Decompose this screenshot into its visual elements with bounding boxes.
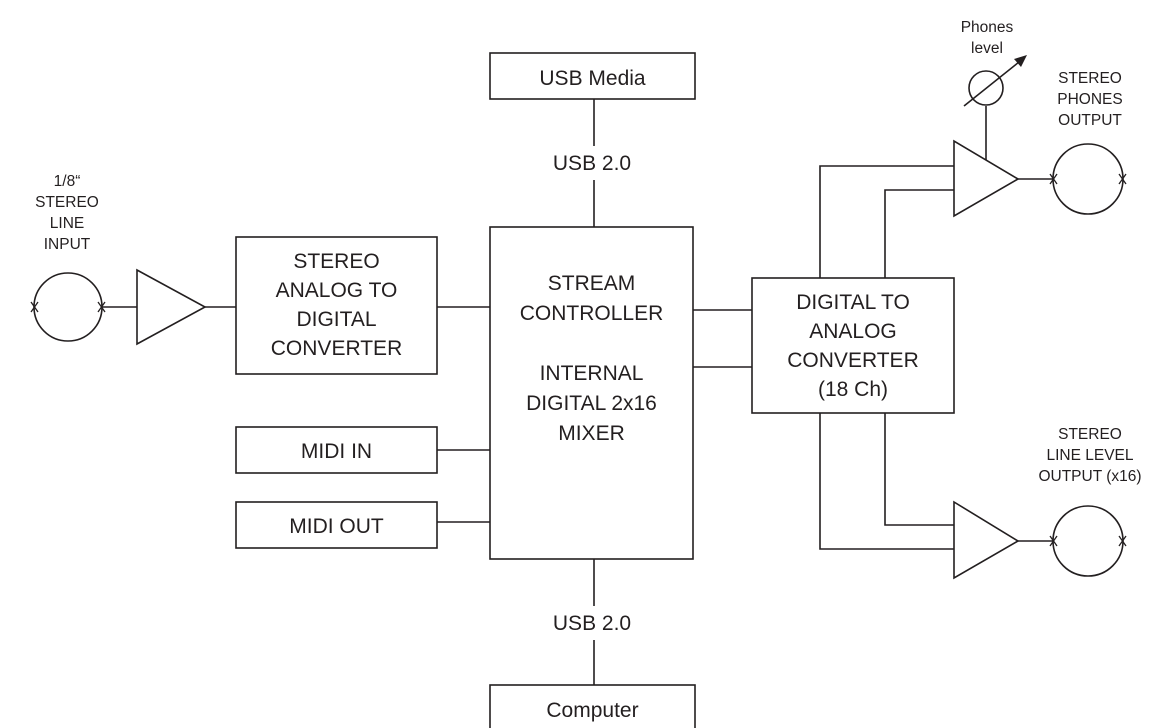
- input-preamp-triangle: [136, 268, 207, 346]
- connection-wires: [102, 99, 1054, 685]
- svg-text:LINE: LINE: [50, 215, 84, 232]
- stream-controller-block: STREAM CONTROLLER INTERNAL DIGITAL 2x16 …: [489, 226, 694, 560]
- phones-level-label: Phones level: [961, 19, 1014, 57]
- adc-line-1: STEREO: [293, 250, 379, 273]
- stream-controller-line-6: MIXER: [558, 422, 625, 445]
- adc-line-3: DIGITAL: [296, 308, 376, 331]
- stereo-phones-output-label: STEREO PHONES OUTPUT: [1057, 70, 1122, 129]
- stream-controller-line-5: DIGITAL 2x16: [526, 392, 657, 415]
- svg-text:level: level: [971, 40, 1003, 57]
- midi-out-block: MIDI OUT: [235, 501, 438, 549]
- stereo-line-input-jack-icon: [30, 272, 106, 342]
- usb-top-link-label: USB 2.0: [553, 152, 631, 175]
- usb-media-block: USB Media: [489, 52, 696, 100]
- midi-in-block: MIDI IN: [235, 426, 438, 474]
- usb-bottom-link-label: USB 2.0: [553, 612, 631, 635]
- stereo-line-level-output-label: STEREO LINE LEVEL OUTPUT (x16): [1038, 426, 1141, 485]
- svg-text:PHONES: PHONES: [1057, 91, 1122, 108]
- svg-text:STEREO: STEREO: [35, 194, 99, 211]
- dac-line-3: CONVERTER: [787, 349, 918, 372]
- svg-text:Phones: Phones: [961, 19, 1014, 36]
- stream-controller-line-4: INTERNAL: [540, 362, 644, 385]
- adc-line-2: ANALOG TO: [276, 279, 398, 302]
- svg-text:1/8“: 1/8“: [54, 173, 81, 190]
- computer-label: Computer: [546, 699, 638, 722]
- svg-text:LINE LEVEL: LINE LEVEL: [1046, 447, 1133, 464]
- stream-controller-line-2: CONTROLLER: [520, 302, 664, 325]
- dac-line-1: DIGITAL TO: [796, 291, 910, 314]
- dac-line-4: (18 Ch): [818, 378, 888, 401]
- midi-in-label: MIDI IN: [301, 440, 372, 463]
- dac-line-2: ANALOG: [809, 320, 897, 343]
- svg-text:OUTPUT (x16): OUTPUT (x16): [1038, 468, 1141, 485]
- stereo-line-input-label: 1/8“ STEREO LINE INPUT: [35, 173, 99, 253]
- midi-out-label: MIDI OUT: [289, 515, 384, 538]
- line-out-amp-triangle: [953, 500, 1020, 580]
- svg-text:INPUT: INPUT: [44, 236, 91, 253]
- svg-text:STEREO: STEREO: [1058, 426, 1122, 443]
- usb-media-label: USB Media: [539, 67, 646, 90]
- adc-block: STEREO ANALOG TO DIGITAL CONVERTER: [235, 236, 438, 375]
- phones-amp-triangle: [953, 139, 1020, 218]
- svg-text:STEREO: STEREO: [1058, 70, 1122, 87]
- dac-block: DIGITAL TO ANALOG CONVERTER (18 Ch): [751, 277, 955, 414]
- stream-controller-line-1: STREAM: [548, 272, 636, 295]
- phones-level-knob-icon: [963, 55, 1027, 107]
- stereo-line-level-output-jack-icon: [1049, 505, 1127, 577]
- computer-block: Computer: [489, 684, 696, 728]
- svg-text:OUTPUT: OUTPUT: [1058, 112, 1122, 129]
- stereo-phones-output-jack-icon: [1049, 143, 1127, 215]
- adc-line-4: CONVERTER: [271, 337, 402, 360]
